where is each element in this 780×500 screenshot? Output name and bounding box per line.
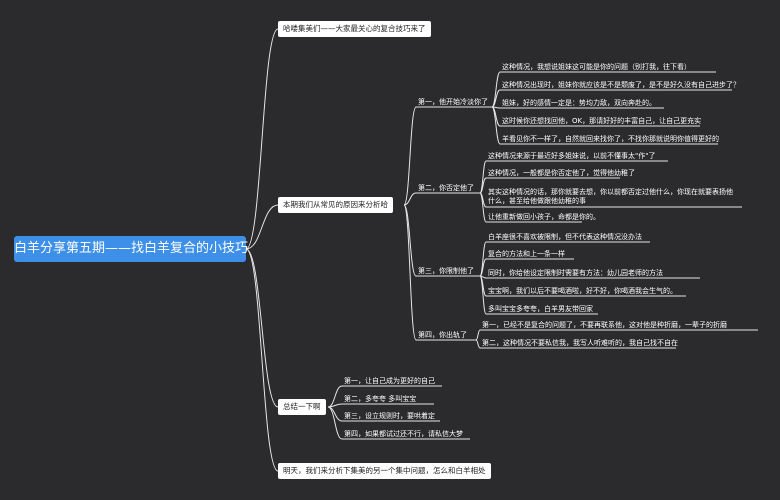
connector: [245, 204, 279, 250]
reason-1-item[interactable]: 姐妹，好的感情一定是：势均力敌，双向奔赴的。: [502, 99, 656, 107]
branch-reasons[interactable]: 本期我们从常见的原因来分析哈: [278, 197, 393, 213]
summary-item[interactable]: 第三，设立规则时，要哄着定: [344, 412, 435, 420]
reason-3-item[interactable]: 多叫宝宝多夸夸，白羊男友带回家: [488, 305, 593, 313]
reason-4-label[interactable]: 第四，你出轨了: [418, 331, 467, 339]
reason-2-item[interactable]: 让他重新做回小孩子，命都是你的。: [488, 213, 600, 221]
root-topic[interactable]: 白羊分享第五期——找白羊复合的小技巧: [14, 236, 248, 262]
connector: [403, 192, 417, 206]
reason-2-item[interactable]: 其实这种情况的话，那你就要去想，你以前都否定过他什么，你现在就要表扬他什么，甚至…: [488, 188, 733, 205]
connector: [403, 106, 417, 206]
connector: [245, 248, 279, 472]
branch-summary[interactable]: 总结一下啊: [278, 399, 326, 415]
reason-2-item[interactable]: 这种情况，一般都是你否定他了，觉得他幼稚了: [488, 169, 635, 177]
connector: [245, 28, 279, 250]
connector: [475, 329, 481, 341]
reason-3-item[interactable]: 同时，你给他设定限制时需要有方法：幼儿园老师的方法: [488, 269, 663, 277]
connector: [403, 204, 417, 341]
connector: [245, 248, 279, 408]
connector: [403, 204, 417, 277]
connector: [327, 385, 343, 408]
summary-item[interactable]: 第四，如果都试过还不行，请私信大梦: [344, 430, 463, 438]
connector: [479, 258, 487, 277]
reason-2-item[interactable]: 这种情况来源于最近好多姐妹说，以前不懂事太"作"了: [488, 152, 656, 160]
branch-intro[interactable]: 哈喽集美们——大家最关心的复合技巧来了: [278, 21, 431, 37]
reason-1-item[interactable]: 这种情况出现时，姐妹你就应该是不是颓废了，是不是好久没有自己进步了？: [502, 81, 740, 89]
connector: [491, 89, 501, 108]
branch-next[interactable]: 明天，我们来分析下集美的另一个集中问题，怎么和白羊相处: [278, 463, 491, 479]
connector: [479, 192, 487, 223]
reason-4-item[interactable]: 第一，已经不是复合的问题了，不要再联系他，这对他是种折磨，一辈子的折磨: [482, 321, 727, 329]
connector: [327, 406, 343, 440]
connector: [479, 177, 487, 194]
reason-1-item[interactable]: 这时候你还想找回他，OK，那请好好的丰富自己，让自己更充实: [502, 117, 702, 125]
reason-1-item[interactable]: 这种情况，我想说姐妹这可能是你的问题（别打我，往下看）: [502, 63, 691, 71]
summary-item[interactable]: 第一，让自己成为更好的自己: [344, 377, 435, 385]
connector: [479, 241, 487, 277]
reason-4-item[interactable]: 第二，这种情况不要私信我，我写人听难听的，我自己找不自在: [482, 339, 678, 347]
reason-3-item[interactable]: 宝宝啊，我们以后不要喝酒啦，好不好，你喝酒我会生气的。: [488, 287, 677, 295]
reason-2-label[interactable]: 第二，你否定他了: [418, 184, 474, 192]
reason-3-item[interactable]: 复合的方法和上一条一样: [488, 250, 565, 258]
reason-3-label[interactable]: 第三，你限制他了: [418, 267, 474, 275]
reason-1-label[interactable]: 第一，他开始冷淡你了: [418, 98, 488, 106]
connector: [491, 106, 501, 145]
connector: [479, 275, 487, 315]
connector: [475, 339, 481, 349]
connector: [479, 160, 487, 194]
summary-item[interactable]: 第二，多夸夸 多叫宝宝: [344, 395, 417, 403]
connector: [491, 71, 501, 108]
reason-3-item[interactable]: 白羊座很不喜欢被限制，但不代表这种情况没办法: [488, 233, 642, 241]
reason-1-item[interactable]: 羊看见你不一样了，自然就回来找你了，不找你那就说明你值得更好的: [502, 135, 719, 143]
